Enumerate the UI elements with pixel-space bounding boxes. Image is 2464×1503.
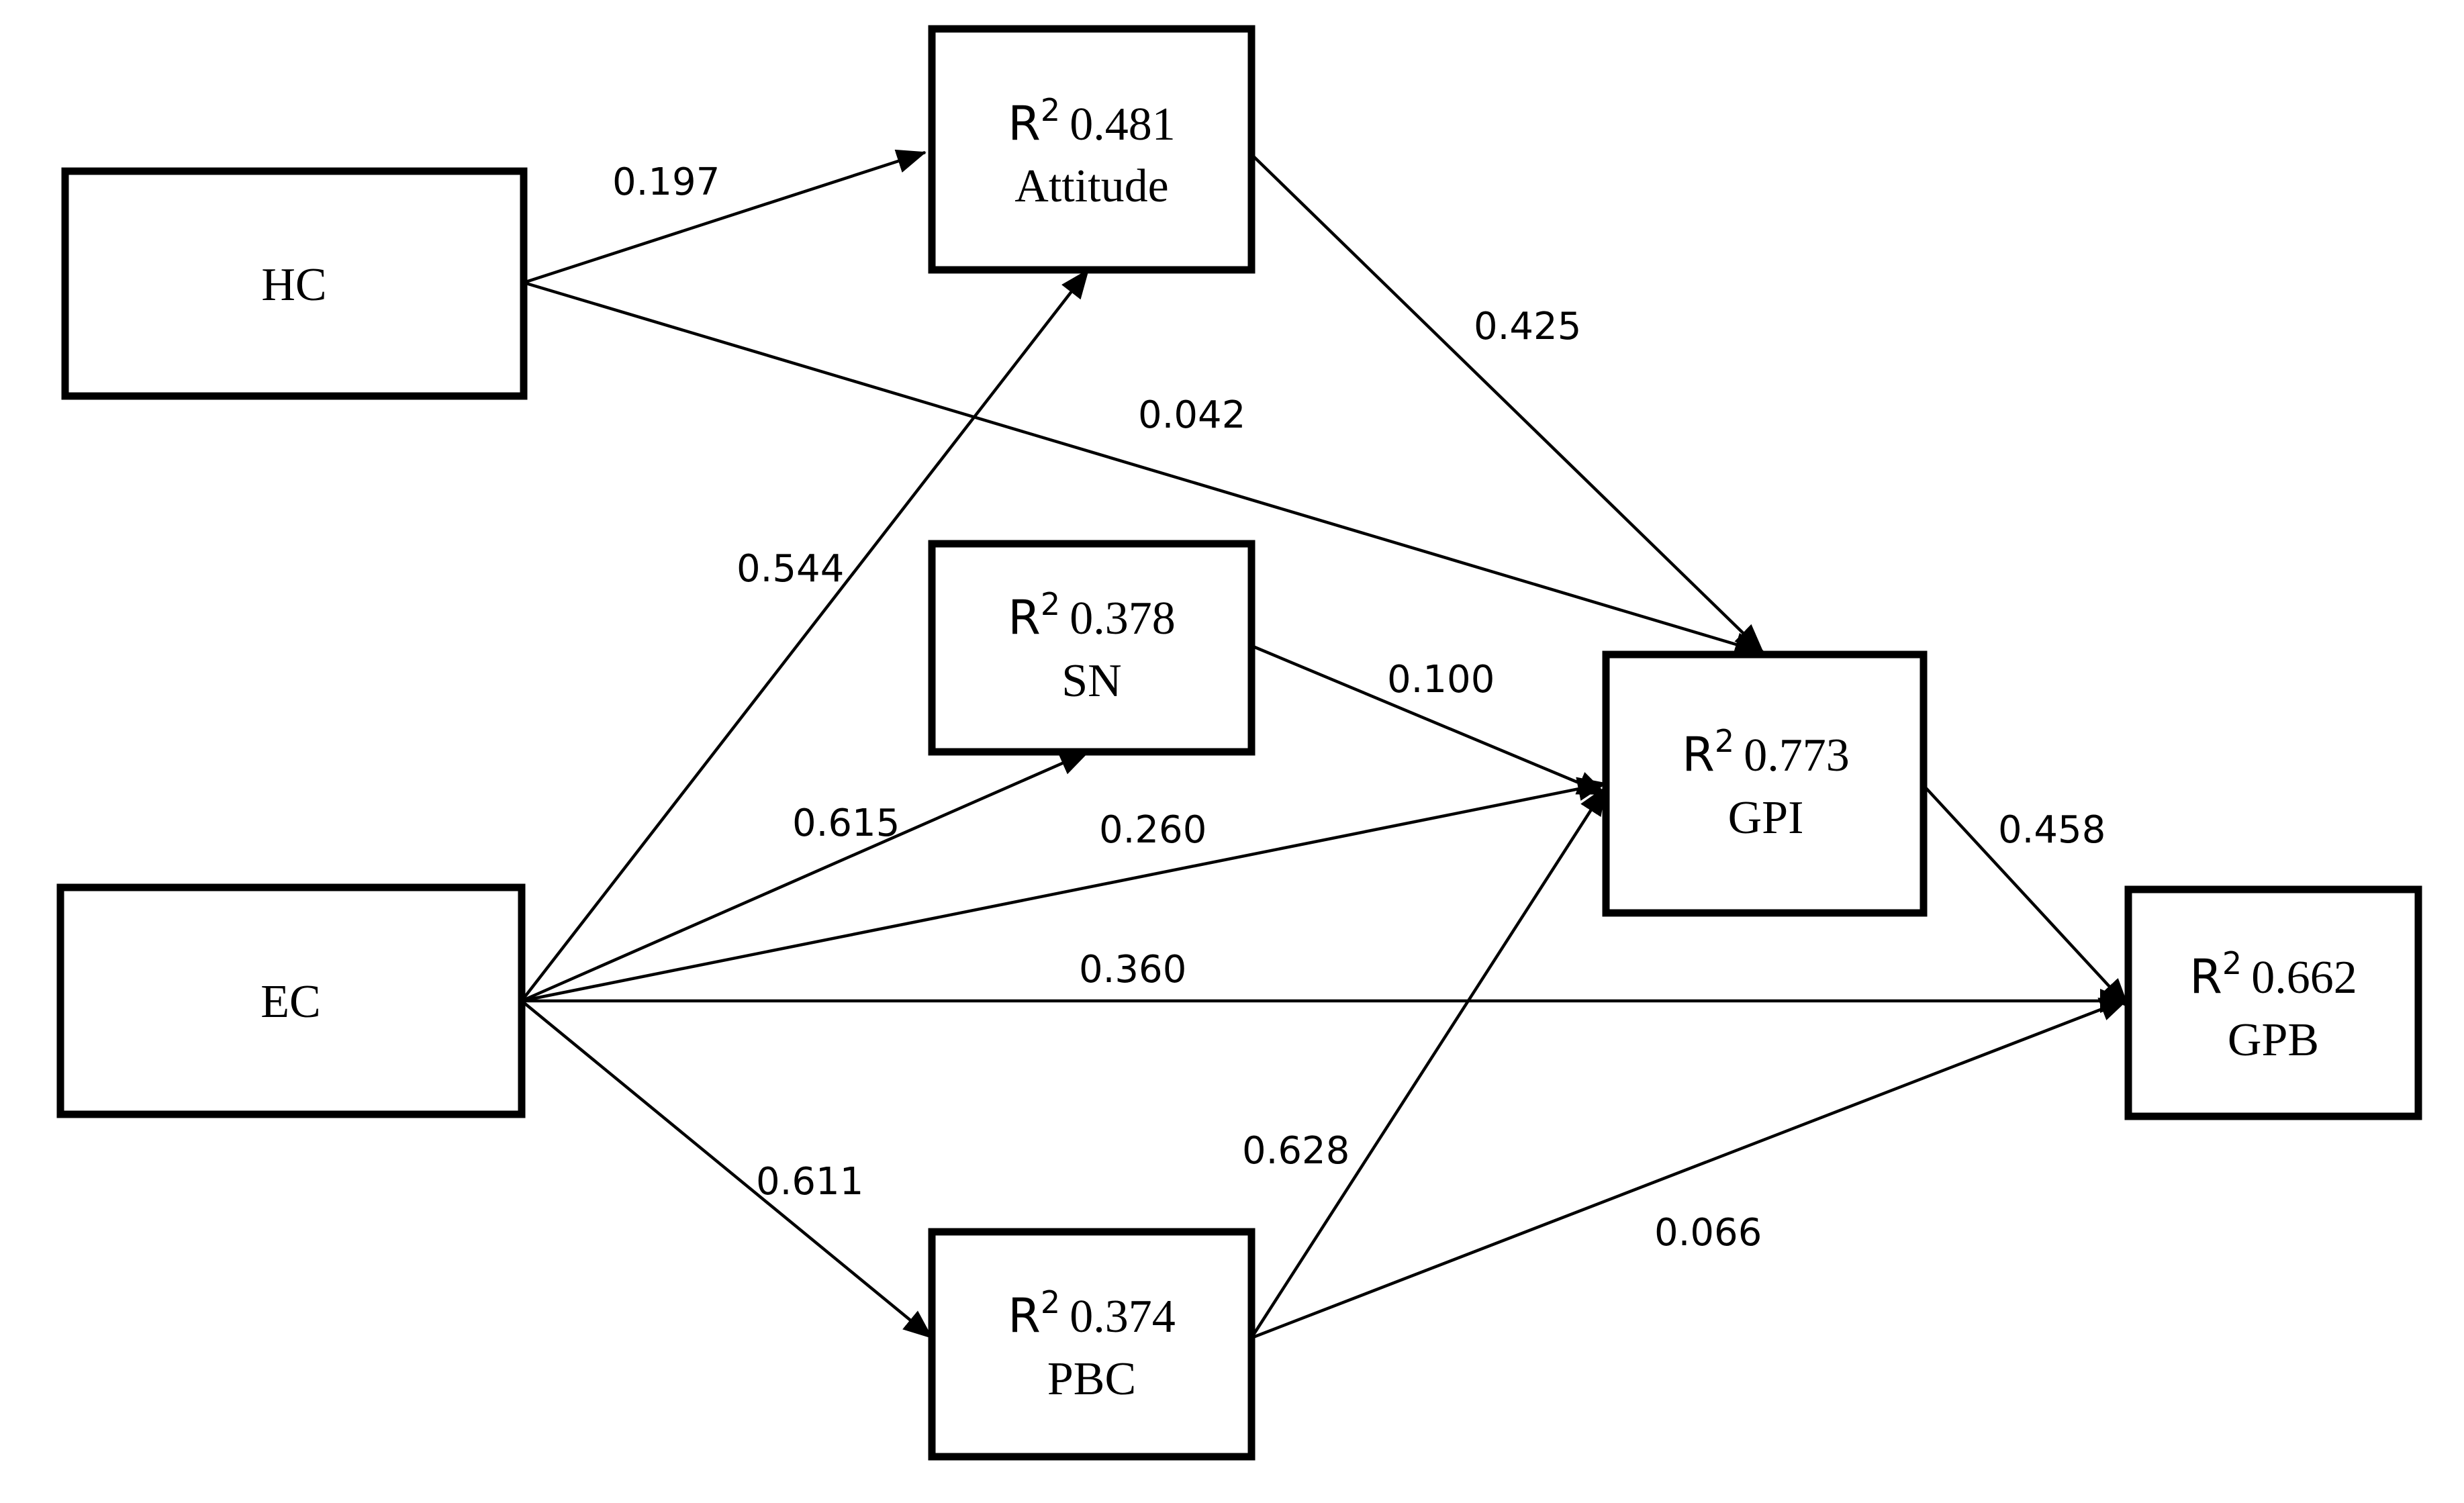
node-attitude-box <box>928 25 1255 274</box>
node-gpb-label: GPB <box>2228 1014 2319 1066</box>
edge-pbc-gpi <box>1250 785 1607 1339</box>
edge-attitude-gpi <box>1250 153 1764 654</box>
node-gpi-label: GPI <box>1728 792 1804 844</box>
edge-label-ec-gpb: 0.360 <box>1079 948 1186 991</box>
node-pbc-label: PBC <box>1047 1353 1136 1405</box>
edge-ec-sn <box>521 750 1090 1003</box>
edge-label-ec-attitude: 0.544 <box>737 547 844 591</box>
edge-labels: 0.197 0.042 0.425 0.544 0.615 0.260 0.36… <box>612 160 2105 1255</box>
node-hc-box <box>61 167 528 400</box>
edge-label-hc-gpi: 0.042 <box>1138 393 1245 437</box>
node-pbc-box <box>928 1228 1255 1461</box>
edge-label-ec-gpi: 0.260 <box>1099 808 1206 852</box>
node-hc: HC <box>61 167 528 400</box>
edge-hc-gpi <box>523 281 1764 657</box>
node-ec-box <box>56 883 526 1118</box>
node-sn-box <box>928 540 1255 756</box>
edge-label-sn-gpi: 0.100 <box>1387 658 1495 701</box>
node-ec: EC <box>56 883 526 1118</box>
edge-ec-attitude <box>520 269 1090 1002</box>
edge-label-pbc-gpb: 0.066 <box>1654 1211 1762 1255</box>
edge-ec-pbc <box>520 1000 933 1339</box>
node-attitude-label: Attitude <box>1014 160 1168 212</box>
edges <box>520 149 2130 1340</box>
node-hc-label: HC <box>261 259 326 311</box>
edge-gpi-gpb <box>1922 784 2130 1008</box>
edge-label-attitude-gpi: 0.425 <box>1474 305 1581 348</box>
node-gpb-box <box>2124 885 2422 1120</box>
node-ec-label: EC <box>260 976 320 1028</box>
edge-label-pbc-gpi: 0.628 <box>1242 1129 1349 1173</box>
edge-label-ec-sn: 0.615 <box>792 802 900 845</box>
edge-pbc-gpb <box>1251 997 2130 1340</box>
edge-hc-attitude <box>523 149 927 285</box>
edge-label-ec-pbc: 0.611 <box>756 1160 863 1204</box>
node-gpi-box <box>1602 650 1928 917</box>
node-sn-label: SN <box>1061 655 1121 707</box>
edge-label-hc-attitude: 0.197 <box>612 160 720 204</box>
edge-sn-gpi <box>1251 644 1607 796</box>
edge-ec-gpi <box>521 777 1607 1003</box>
edge-label-gpi-gpb: 0.458 <box>1998 808 2105 852</box>
